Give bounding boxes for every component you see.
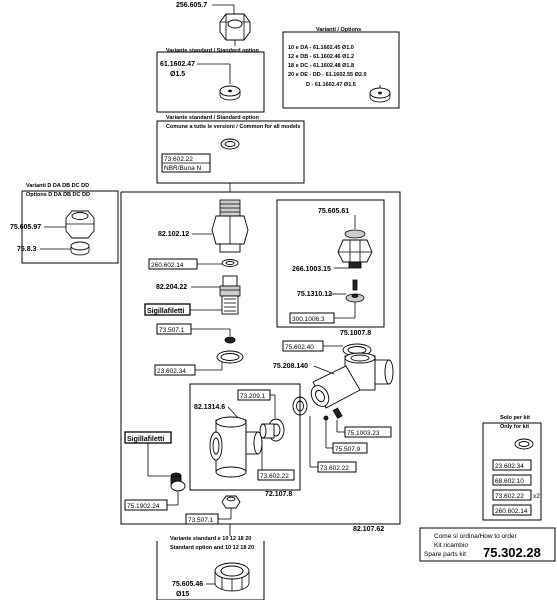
sealant-tag: Sigillafiletti [147, 308, 184, 315]
order-line-2: Kit ricambio [434, 542, 468, 549]
left-nut-label: 75.605.97 [10, 224, 41, 231]
oring1-label: 73.507.1 [159, 327, 185, 334]
kit-item-2: 68.602.10 [495, 478, 524, 485]
kit-item-1: 23.602.34 [495, 463, 524, 470]
bottom-nut-label: 75.605.46 [172, 581, 203, 588]
small-oring-part [224, 336, 236, 344]
fitting-part [211, 199, 249, 253]
bottom-nut-part [214, 562, 250, 592]
options-row-3: 18 e DC - 61.1602.48 Ø1.8 [288, 63, 354, 69]
left-ring-part [70, 241, 90, 256]
bottom-dia-label: Ø15 [176, 591, 189, 598]
left-ring-label: 75.8.3 [17, 246, 37, 253]
top-nut-part [219, 13, 251, 41]
order-code: 75.302.28 [483, 545, 541, 560]
vkit-total-label: 75.1007.8 [340, 330, 371, 337]
std-option-dia: Ø1.5 [170, 71, 185, 78]
valve-label: 82.204.22 [156, 284, 187, 291]
common-title-1: Variante standard / Standard option [166, 115, 260, 121]
valve-kit-nut [337, 229, 373, 269]
oring2-label: 23.602.34 [157, 368, 186, 375]
main-total-label: 82.107.62 [353, 526, 384, 533]
plug-label: 75.1902.24 [127, 503, 160, 510]
kit-item-4: 260.602.14 [495, 508, 528, 515]
options-row-5: D - 61.1602.47 Ø1.5 [306, 82, 356, 88]
left-title-1: Varianti D DA DB DC DD [26, 183, 89, 189]
sealant-tag-2: Sigillafiletti [127, 436, 164, 443]
left-nut-part [65, 210, 95, 239]
common-title-2: Comune a tutte le versioni / Common for … [166, 124, 300, 130]
spring-label: 75.1003.23 [347, 430, 380, 437]
sub-body-part [209, 416, 263, 478]
options-row-1: 10 e DA - 61.1602.45 Ø1.0 [288, 45, 354, 51]
valve-body-part [310, 352, 394, 409]
top-nut-label: 256.605.7 [176, 2, 207, 9]
sub-oring-label: 73.209.1 [240, 393, 266, 400]
oring3-label: 73.507.1 [188, 517, 214, 524]
kit-item-3: 73.602.22 [495, 493, 524, 500]
plug-part [170, 472, 186, 492]
order-line-1: Come si ordina/How to order [434, 533, 518, 540]
nozzle-disc [219, 85, 241, 101]
kit-title-2: Only for kit [500, 424, 529, 430]
bottom-title-2: Standard option and 10 12 18 20 [170, 545, 254, 551]
order-line-3: Spare parts kit [424, 551, 466, 558]
options-row-2: 12 e DB - 61.1602.46 Ø1.2 [288, 54, 354, 60]
fitting-label: 82.102.12 [158, 231, 189, 238]
valve-kit-stem [345, 279, 365, 303]
vkit-disc-label: 300.1006.3 [292, 316, 325, 323]
sub-body-label: 82.1314.6 [194, 404, 225, 411]
options-title: Varianti / Options [316, 27, 361, 33]
screw-label: 75.507.9 [335, 446, 361, 453]
std-option-code: 61.1602.47 [160, 61, 195, 68]
vkit-stem-label: 75.1310.12 [297, 291, 332, 298]
sub-seal-label: 73.602.22 [260, 473, 289, 480]
option-nozzle-disc [369, 87, 391, 103]
left-title-2: Options D DA DB DC DD [26, 192, 90, 198]
small-nut-part [221, 495, 241, 509]
bottom-title-1: Variante standard e 10 12 18 20 [170, 536, 251, 542]
body-label: 75.208.140 [273, 363, 308, 370]
pv-ring-label: 75.602.40 [285, 344, 314, 351]
kit-item-3-qty: x2 [533, 493, 540, 500]
std-option-caption: Variante standard / Standard option [166, 48, 260, 54]
seal-material: NBR/Buna N [164, 165, 202, 172]
seal-code: 73.602.22 [164, 156, 193, 163]
kit-title-1: Solo per kit [500, 415, 530, 421]
sub-total-label: 72.107.8 [265, 491, 292, 498]
valve-part [219, 275, 241, 315]
options-row-4: 20 e DE - DD - 61.1602.55 Ø2.0 [288, 72, 367, 78]
seal3-label: 73.602.22 [320, 465, 349, 472]
vkit-label: 75.605.61 [318, 208, 349, 215]
sub-oring-part [259, 418, 285, 442]
vkit-nut-label: 266.1003.15 [292, 266, 331, 273]
washer-label: 260.602.14 [151, 262, 184, 269]
